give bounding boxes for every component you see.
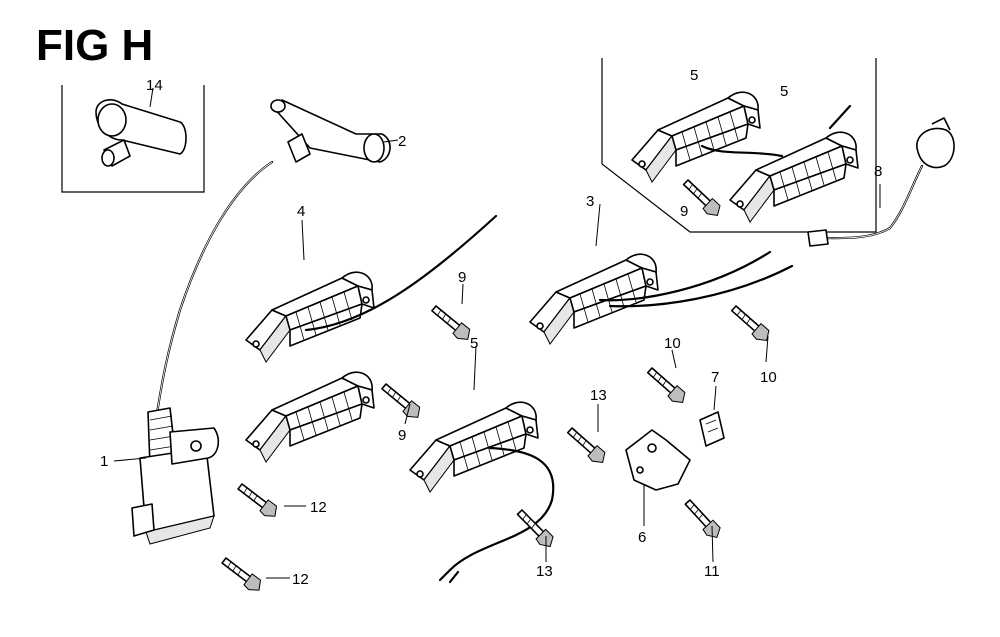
- spark-plug-cap-2: [270, 99, 399, 163]
- bolt-12-b: [215, 556, 267, 594]
- bolt-9-b: [375, 382, 426, 421]
- wire-harness-8: [807, 117, 955, 247]
- bolt-11: [676, 498, 728, 541]
- ignition-coil-1: [113, 160, 274, 545]
- bolt-12-a: [231, 482, 283, 520]
- callout-8: 8: [874, 163, 882, 180]
- charge-coil-3: [529, 203, 794, 345]
- charge-coil-5-center: [409, 345, 555, 584]
- callout-3: 3: [586, 193, 594, 210]
- callout-14: 14: [146, 77, 163, 94]
- callout-12-b: 12: [292, 571, 309, 588]
- bolt-10-b: [724, 304, 776, 344]
- callout-7: 7: [711, 369, 719, 386]
- callout-1: 1: [100, 453, 108, 470]
- callout-5-inset-a: 5: [690, 67, 698, 84]
- spark-plug-cap-14: [95, 87, 187, 167]
- charge-coil-5-inset-b: [729, 104, 859, 223]
- callout-10-a: 10: [664, 335, 681, 352]
- callout-13-a: 13: [590, 387, 607, 404]
- callout-9-b: 9: [398, 427, 406, 444]
- callout-10-b: 10: [760, 369, 777, 386]
- inset-frame-5-9: [601, 58, 877, 233]
- callout-5-center: 5: [470, 335, 478, 352]
- callout-2: 2: [398, 133, 406, 150]
- figure-title: FIG H: [36, 21, 153, 70]
- callout-6: 6: [638, 529, 646, 546]
- inset-frame-14: [61, 85, 205, 193]
- bolt-9-a: [425, 304, 476, 343]
- charge-coil-4: [245, 214, 498, 363]
- charge-coil-5-inset-a: [631, 91, 784, 183]
- bracket-6: [625, 429, 691, 526]
- clip-7: [699, 385, 725, 447]
- charge-coil-5-middle: [245, 371, 375, 463]
- callout-9-inset: 9: [680, 203, 688, 220]
- callout-11: 11: [704, 563, 720, 580]
- callout-5-inset-b: 5: [780, 83, 788, 100]
- callout-9-a: 9: [458, 269, 466, 286]
- bolt-13-a: [560, 426, 612, 466]
- callout-13-b: 13: [536, 563, 553, 580]
- bolt-10-a: [640, 366, 692, 406]
- bolt-13-b: [509, 508, 560, 550]
- callout-4: 4: [297, 203, 305, 220]
- callout-12-a: 12: [310, 499, 327, 516]
